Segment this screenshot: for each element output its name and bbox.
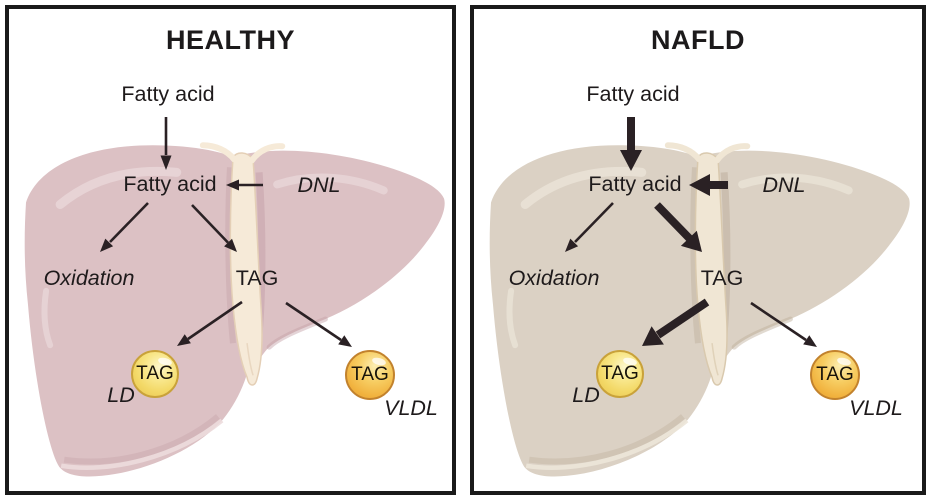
ld-tag-droplet: TAG — [131, 350, 179, 398]
dnl-label: DNL — [762, 173, 806, 197]
ld-label: LD — [572, 383, 600, 407]
fatty-acid-plasma-label: Fatty acid — [586, 82, 680, 106]
panel-title-healthy: HEALTHY — [166, 25, 295, 55]
fatty-acid-liver-label: Fatty acid — [588, 172, 682, 196]
panel-healthy: HEALTHY Fatty acid — [5, 5, 456, 495]
tag-label: TAG — [700, 266, 744, 290]
tag-label: TAG — [235, 266, 279, 290]
panel-title-nafld: NAFLD — [651, 25, 745, 55]
panel-nafld: NAFLD Fatty acid — [470, 5, 926, 495]
ld-droplet-text: TAG — [601, 363, 639, 384]
vldl-tag-particle: TAG — [345, 350, 395, 400]
ld-droplet-text: TAG — [136, 363, 174, 384]
ld-tag-droplet: TAG — [596, 350, 644, 398]
liver-illustration-healthy — [24, 145, 445, 477]
dnl-label: DNL — [297, 173, 341, 197]
vldl-label: VLDL — [384, 396, 438, 420]
fatty-acid-liver-label: Fatty acid — [123, 172, 217, 196]
oxidation-label: Oxidation — [508, 266, 600, 290]
vldl-label: VLDL — [849, 396, 903, 420]
oxidation-label: Oxidation — [43, 266, 135, 290]
vldl-particle-text: TAG — [351, 364, 389, 385]
vldl-tag-particle: TAG — [810, 350, 860, 400]
fatty-acid-plasma-label: Fatty acid — [121, 82, 215, 106]
vldl-particle-text: TAG — [816, 364, 854, 385]
ld-label: LD — [107, 383, 135, 407]
liver-illustration-nafld — [489, 145, 910, 477]
